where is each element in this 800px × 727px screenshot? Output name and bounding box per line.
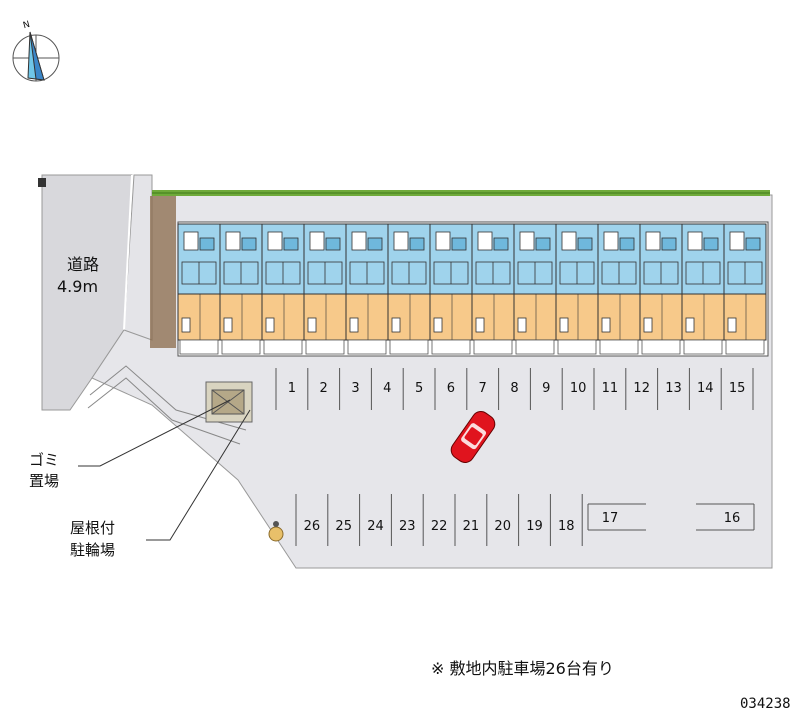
apartment-unit [555, 223, 599, 355]
parking-space-label: 11 [602, 381, 619, 396]
parking-space-label: 25 [335, 519, 352, 534]
apartment-unit [345, 223, 389, 355]
apartment-unit [429, 223, 473, 355]
apartment-unit [681, 223, 725, 355]
parking-space-label: 15 [729, 381, 746, 396]
parking-space-label: 13 [665, 381, 682, 396]
parking-space-label: 10 [570, 381, 587, 396]
bicycle-parking-icon [268, 521, 284, 542]
parking-space-label: 6 [447, 381, 455, 396]
apartment-unit [177, 223, 221, 355]
apartment-unit [513, 223, 557, 355]
parking-space-label: 9 [542, 381, 550, 396]
bicycle-leader-line [146, 409, 251, 541]
road-width-label: 4.9m [57, 277, 98, 296]
parking-space-label: 5 [415, 381, 423, 396]
parking-space-label: 21 [463, 519, 480, 534]
parking-row-bottom: 26 25 24 23 22 21 20 19 18 [295, 494, 583, 546]
parking-space-label: 12 [633, 381, 650, 396]
compass-north-label: N [22, 20, 31, 31]
svg-text:ゴミ: ゴミ [29, 451, 59, 469]
garbage-leader-line [78, 399, 231, 467]
parking-space-label: 23 [399, 519, 416, 534]
bicycle-label: 屋根付 駐輪場 [70, 519, 115, 559]
svg-text:屋根付: 屋根付 [70, 519, 115, 537]
apartment-unit [387, 223, 431, 355]
apartment-unit [261, 223, 305, 355]
parking-space-label: 22 [431, 519, 448, 534]
parking-space-label: 4 [383, 381, 391, 396]
apartment-unit [219, 223, 263, 355]
car-icon [450, 411, 496, 463]
garbage-label: ゴミ 置場 [29, 451, 59, 490]
apartment-unit [597, 223, 641, 355]
parking-space-label: 3 [351, 381, 359, 396]
parking-space-label: 18 [558, 519, 575, 534]
boundary-wall [150, 196, 176, 348]
parking-space-label: 7 [479, 381, 487, 396]
parking-space-label: 8 [510, 381, 518, 396]
parking-space-label: 2 [320, 381, 328, 396]
svg-text:置場: 置場 [29, 472, 59, 490]
apartment-unit [639, 223, 683, 355]
hedge-dotted [152, 192, 770, 194]
parking-space-label: 1 [288, 381, 296, 396]
apartment-unit [723, 223, 767, 355]
apartment-building [177, 221, 769, 357]
parking-space-label: 24 [367, 519, 384, 534]
parking-space-label: 14 [697, 381, 714, 396]
parking-space-label: 16 [724, 511, 741, 526]
property-code: 034238 [740, 696, 791, 712]
parking-space-label: 20 [494, 519, 511, 534]
parking-space-label: 19 [526, 519, 543, 534]
road-name-label: 道路 [67, 255, 99, 274]
compass-icon: N [12, 20, 60, 82]
parking-note: ※ 敷地内駐車場26台有り [431, 659, 614, 678]
parking-space-label: 26 [304, 519, 321, 534]
garbage-area [205, 381, 253, 423]
apartment-unit [303, 223, 347, 355]
parking-space-label: 17 [602, 511, 619, 526]
svg-text:駐輪場: 駐輪場 [70, 541, 115, 559]
apartment-unit [471, 223, 515, 355]
